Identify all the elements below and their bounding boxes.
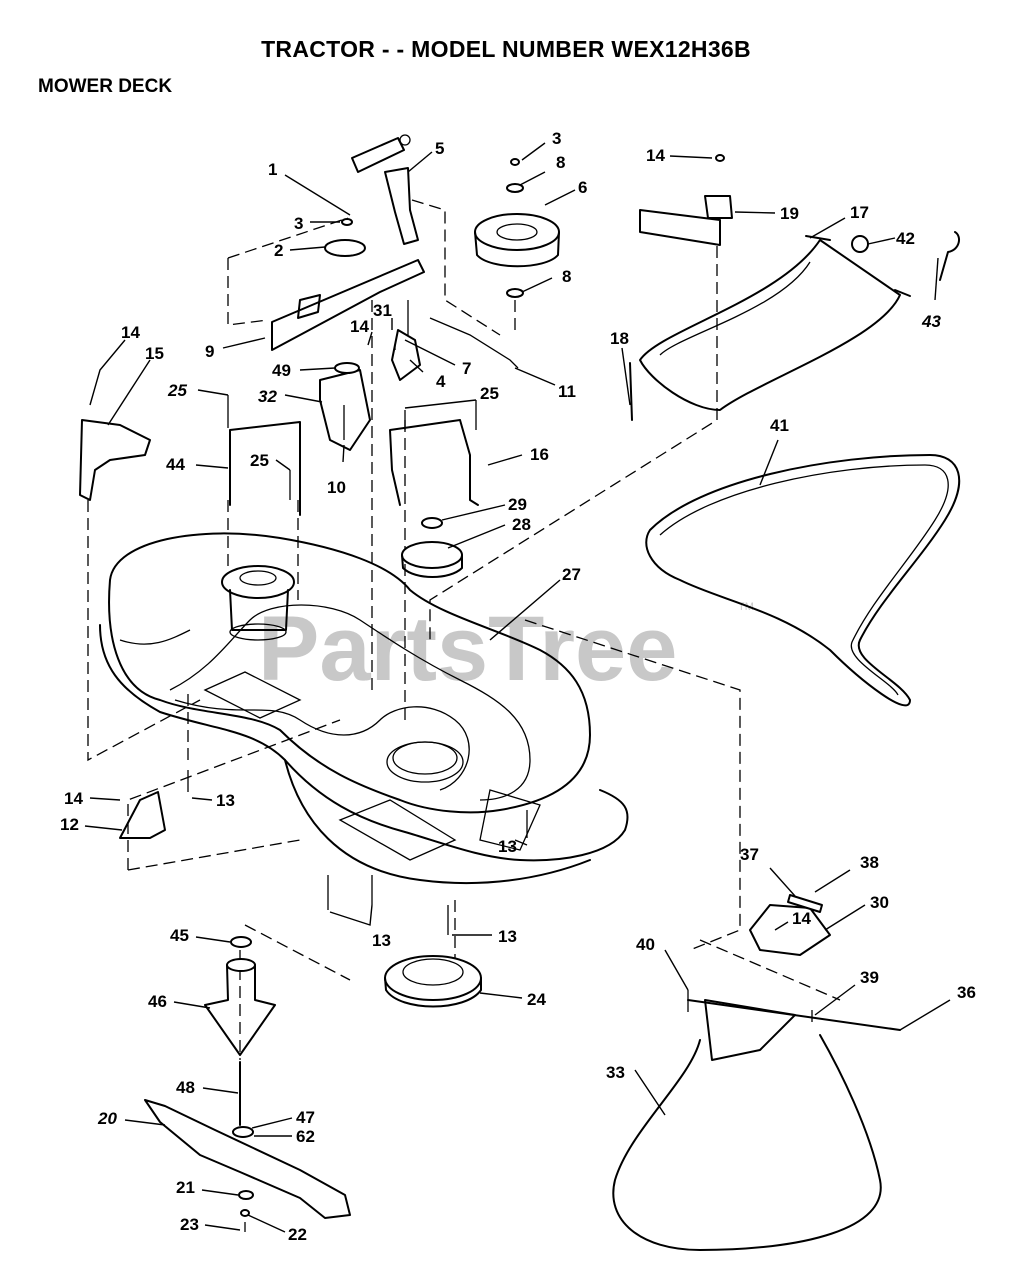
callout-17: 17: [850, 203, 869, 222]
idler-pulley: [474, 158, 560, 298]
callout-62: 62: [296, 1127, 315, 1146]
callout-2: 2: [274, 241, 283, 260]
callout-21: 21: [176, 1178, 195, 1197]
callout-44: 44: [166, 455, 185, 474]
callout-5: 5: [435, 139, 444, 158]
callout-36: 36: [957, 983, 976, 1002]
callout-29: 29: [508, 495, 527, 514]
callout-3b: 3: [552, 129, 561, 148]
callout-19: 19: [780, 204, 799, 223]
callout-14a: 14: [121, 323, 140, 342]
callout-49: 49: [272, 361, 291, 380]
callout-10: 10: [327, 478, 346, 497]
callout-14e: 14: [792, 909, 811, 928]
callout-23: 23: [180, 1215, 199, 1234]
callout-7: 7: [462, 359, 471, 378]
callout-8a: 8: [556, 153, 565, 172]
section-subtitle: MOWER DECK: [38, 76, 173, 97]
callout-14d: 14: [646, 146, 665, 165]
callout-37: 37: [740, 845, 759, 864]
callout-48: 48: [176, 1078, 195, 1097]
callout-25c: 25: [480, 384, 499, 403]
callout-8b: 8: [562, 267, 571, 286]
callout-38: 38: [860, 853, 879, 872]
callout-25a: 25: [167, 381, 187, 400]
callout-16: 16: [530, 445, 549, 464]
callout-3a: 3: [294, 214, 303, 233]
callout-27: 27: [562, 565, 581, 584]
deck-pulley: [401, 517, 463, 578]
callout-32: 32: [258, 387, 277, 406]
callout-14b: 14: [350, 317, 369, 336]
deck-hanger-frame: [629, 154, 961, 421]
callout-22: 22: [288, 1225, 307, 1244]
mower-deck-shell: [99, 532, 629, 885]
deck-spindle-pulley: [221, 565, 295, 641]
callout-18: 18: [610, 329, 629, 348]
callout-13b: 13: [498, 837, 517, 856]
callout-9: 9: [205, 342, 214, 361]
callout-39: 39: [860, 968, 879, 987]
callout-47: 47: [296, 1108, 315, 1127]
callout-25b: 25: [250, 451, 269, 470]
callout-45: 45: [170, 926, 189, 945]
callout-24: 24: [527, 990, 546, 1009]
callout-1: 1: [268, 160, 277, 179]
lower-hardware: [119, 770, 528, 1232]
callout-40: 40: [636, 935, 655, 954]
callout-6: 6: [578, 178, 587, 197]
callout-13a: 13: [216, 791, 235, 810]
callout-12: 12: [60, 815, 79, 834]
callout-30: 30: [870, 893, 889, 912]
callout-11: 11: [558, 382, 576, 401]
callout-13d: 13: [498, 927, 517, 946]
grass-bag-assembly: [612, 894, 901, 1251]
callout-20: 20: [97, 1109, 117, 1128]
callout-42: 42: [896, 229, 915, 248]
callout-43: 43: [921, 312, 941, 331]
callout-28: 28: [512, 515, 531, 534]
assembly-guide-lines: [87, 199, 841, 1060]
callout-33: 33: [606, 1063, 625, 1082]
drive-belt: [645, 454, 961, 707]
callout-14c: 14: [64, 789, 83, 808]
callout-46: 46: [148, 992, 167, 1011]
watermark-text: PartsTree: [258, 598, 677, 700]
callout-15: 15: [145, 344, 164, 363]
diagram-title: TRACTOR - - MODEL NUMBER WEX12H36B: [261, 36, 751, 62]
callout-41: 41: [770, 416, 789, 435]
callout-31: 31: [373, 301, 392, 320]
callouts: 1 2 3 3 4 5 6 7 8 8 9 10 11 12 13 13 13 …: [60, 129, 976, 1244]
idler-arm-parts: [79, 134, 519, 516]
callout-4: 4: [436, 372, 446, 391]
callout-13c: 13: [372, 931, 391, 950]
